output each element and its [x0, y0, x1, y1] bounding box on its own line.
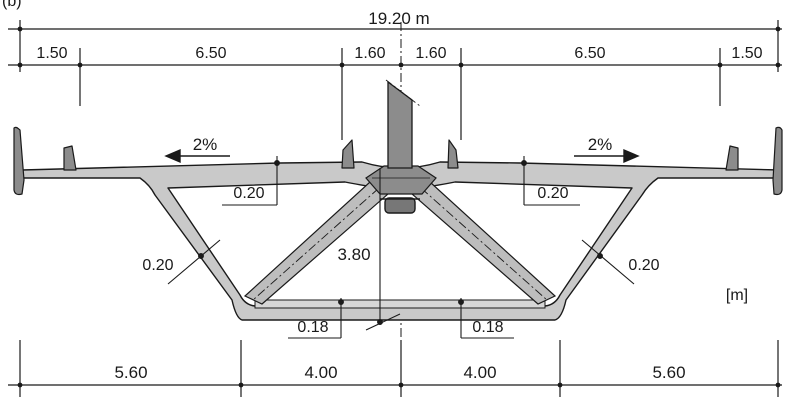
depth-label: 3.80 [337, 245, 370, 264]
diagonal-struts [243, 181, 557, 305]
slope-label-left: 2% [193, 135, 218, 154]
top-dim-3: 1.60 [415, 45, 446, 62]
web-thickness-right: 0.20 [628, 257, 659, 274]
curb-mid-left [341, 139, 355, 169]
unit-label: [m] [726, 287, 748, 304]
top-dim-4: 6.50 [574, 45, 605, 62]
top-dim-1: 6.50 [195, 45, 226, 62]
central-pylon [385, 79, 421, 169]
curb-right [725, 145, 739, 171]
bottom-segment-dimension [8, 340, 782, 397]
bottom-dim-0: 5.60 [114, 363, 147, 382]
parapet-left [13, 126, 25, 196]
top-dim-0: 1.50 [36, 45, 67, 62]
slope-label-right: 2% [588, 135, 613, 154]
top-dim-2: 1.60 [354, 45, 385, 62]
total-width-label: 19.20 m [368, 9, 429, 28]
figure-label: (b) [2, 0, 22, 10]
bottom-thickness-leaders [288, 298, 514, 339]
barriers [13, 126, 783, 196]
depth-dimension [365, 168, 401, 331]
bottom-dim-2: 4.00 [463, 363, 496, 382]
slope-arrow-left [164, 148, 230, 164]
anchor-plate [384, 197, 416, 214]
parapet-right [772, 126, 783, 196]
deck-thickness-right: 0.20 [537, 185, 568, 202]
bottom-slab [254, 299, 546, 309]
top-dimension-ticks [17, 26, 781, 68]
web-thickness-left: 0.20 [142, 257, 173, 274]
bottom-thickness-right: 0.18 [472, 319, 503, 336]
curb-left [63, 145, 77, 171]
top-dim-5: 1.50 [731, 45, 762, 62]
slope-arrow-right [574, 148, 640, 164]
bottom-dim-1: 4.00 [304, 363, 337, 382]
web-thickness-leaders [167, 239, 635, 285]
bottom-thickness-left: 0.18 [297, 319, 328, 336]
deck-thickness-leaders [222, 156, 580, 206]
bottom-dimension-ticks [17, 382, 781, 388]
curb-mid-right [447, 139, 459, 169]
bottom-dim-3: 5.60 [652, 363, 685, 382]
deck-thickness-left: 0.20 [233, 185, 264, 202]
